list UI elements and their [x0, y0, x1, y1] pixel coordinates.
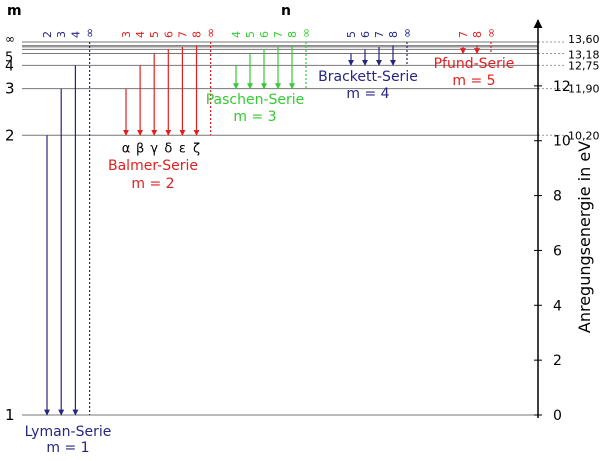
energy-axis-tick-label-10: 10: [553, 134, 571, 150]
greek-label-γ: γ: [150, 141, 158, 156]
transition-n-label-4-7: 7: [373, 31, 386, 38]
series-name-4: Brackett-Serie: [318, 69, 418, 85]
energy-axis-tick-label-6: 6: [553, 243, 562, 259]
level-value-4: 12,75: [568, 59, 600, 72]
greek-label-δ: δ: [164, 141, 172, 156]
series-m-label-1: m = 1: [46, 440, 89, 456]
series-m-label-5: m = 5: [452, 73, 495, 89]
transition-n-label-3-8: 8: [286, 31, 299, 38]
level-value-3: 11,90: [568, 83, 600, 96]
series-m-label-3: m = 3: [233, 109, 276, 125]
level-m-label-4: 4: [5, 58, 14, 74]
transition-n-label-2-8: 8: [191, 31, 204, 38]
transition-n-label-4-6: 6: [359, 31, 372, 38]
transition-n-label-2-4: 4: [134, 31, 147, 38]
level-value-5: 13,18: [568, 49, 600, 62]
transition-n-label-1-3: 3: [55, 31, 68, 38]
greek-label-β: β: [136, 141, 144, 156]
transition-n-label-4-5: 5: [345, 31, 358, 38]
n-header: n: [281, 3, 291, 19]
energy-axis-tick-label-8: 8: [553, 189, 562, 205]
energy-axis: 0 2 4 6 8 10 12: [533, 19, 571, 424]
transition-n-label-5-7: 7: [457, 31, 470, 38]
level-value-2: 10,20: [568, 129, 600, 142]
greek-label-ε: ε: [179, 141, 186, 156]
transition-n-label-4-8: 8: [387, 31, 400, 38]
level-m-label-2: 2: [5, 126, 15, 144]
transition-n-label-5-∞: ∞: [484, 28, 498, 38]
transition-n-label-2-3: 3: [120, 31, 133, 38]
transition-n-label-2-∞: ∞: [204, 28, 218, 38]
transition-n-label-1-4: 4: [69, 31, 82, 38]
axis-title: Anregungsenergie in eV: [575, 141, 594, 333]
transition-n-label-2-7: 7: [176, 31, 189, 38]
m-header: m: [7, 3, 22, 19]
transition-n-label-3-∞: ∞: [299, 28, 313, 38]
series-name-3: Paschen-Serie: [206, 92, 305, 108]
series-name-1: Lyman-Serie: [25, 424, 112, 440]
level-m-label-1: 1: [5, 406, 15, 424]
greek-label-α: α: [122, 141, 131, 156]
transition-n-label-5-8: 8: [471, 31, 484, 38]
energy-levels: 1 10,20 2 11,90 3 12,75 4 13,18 5 13,60 ∞: [5, 32, 600, 424]
level-m-label-5: 5: [5, 51, 13, 66]
transition-n-label-3-4: 4: [230, 31, 243, 38]
transition-n-label-3-7: 7: [272, 31, 285, 38]
level-m-label-3: 3: [5, 80, 15, 98]
series-m-label-2: m = 2: [131, 176, 174, 192]
series-name-5: Pfund-Serie: [434, 56, 515, 72]
series-name-2: Balmer-Serie: [108, 158, 198, 174]
transition-n-label-1-2: 2: [41, 31, 54, 38]
level-m-label-∞: ∞: [5, 32, 15, 46]
transition-n-label-2-5: 5: [148, 31, 161, 38]
transition-n-label-4-∞: ∞: [400, 28, 414, 38]
energy-axis-tick-label-0: 0: [553, 408, 562, 424]
energy-axis-tick-label-2: 2: [553, 353, 562, 369]
transition-n-label-1-∞: ∞: [83, 28, 97, 38]
energy-axis-tick-label-12: 12: [553, 79, 571, 95]
transition-n-label-3-5: 5: [244, 31, 257, 38]
level-value-∞: 13,60: [568, 33, 600, 46]
transition-n-label-3-6: 6: [258, 31, 271, 38]
series-m-label-4: m = 4: [346, 86, 389, 102]
greek-label-ζ: ζ: [193, 141, 200, 156]
transition-n-label-2-6: 6: [162, 31, 175, 38]
energy-axis-tick-label-4: 4: [553, 298, 562, 314]
